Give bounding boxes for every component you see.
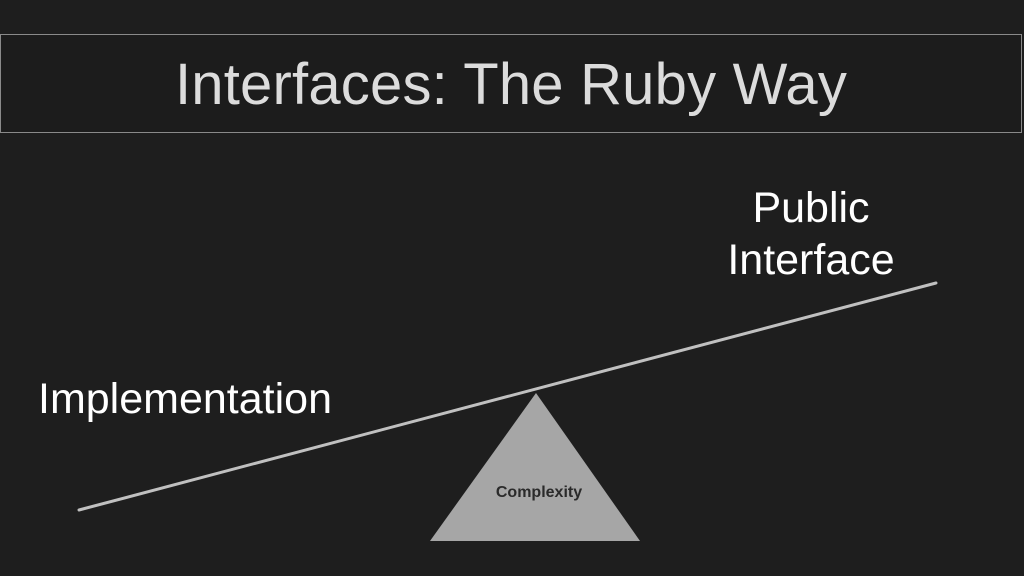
fulcrum-label: Complexity (496, 484, 582, 501)
lever-line (77, 281, 938, 512)
slide-title: Interfaces: The Ruby Way (174, 51, 848, 117)
public-interface-label: Public Interface (706, 182, 916, 287)
title-box: Interfaces: The Ruby Way (0, 34, 1022, 133)
fulcrum-triangle (430, 393, 640, 541)
implementation-label: Implementation (38, 375, 332, 423)
public-label-line1: Public (752, 184, 870, 232)
public-label-line2: Interface (727, 236, 895, 285)
